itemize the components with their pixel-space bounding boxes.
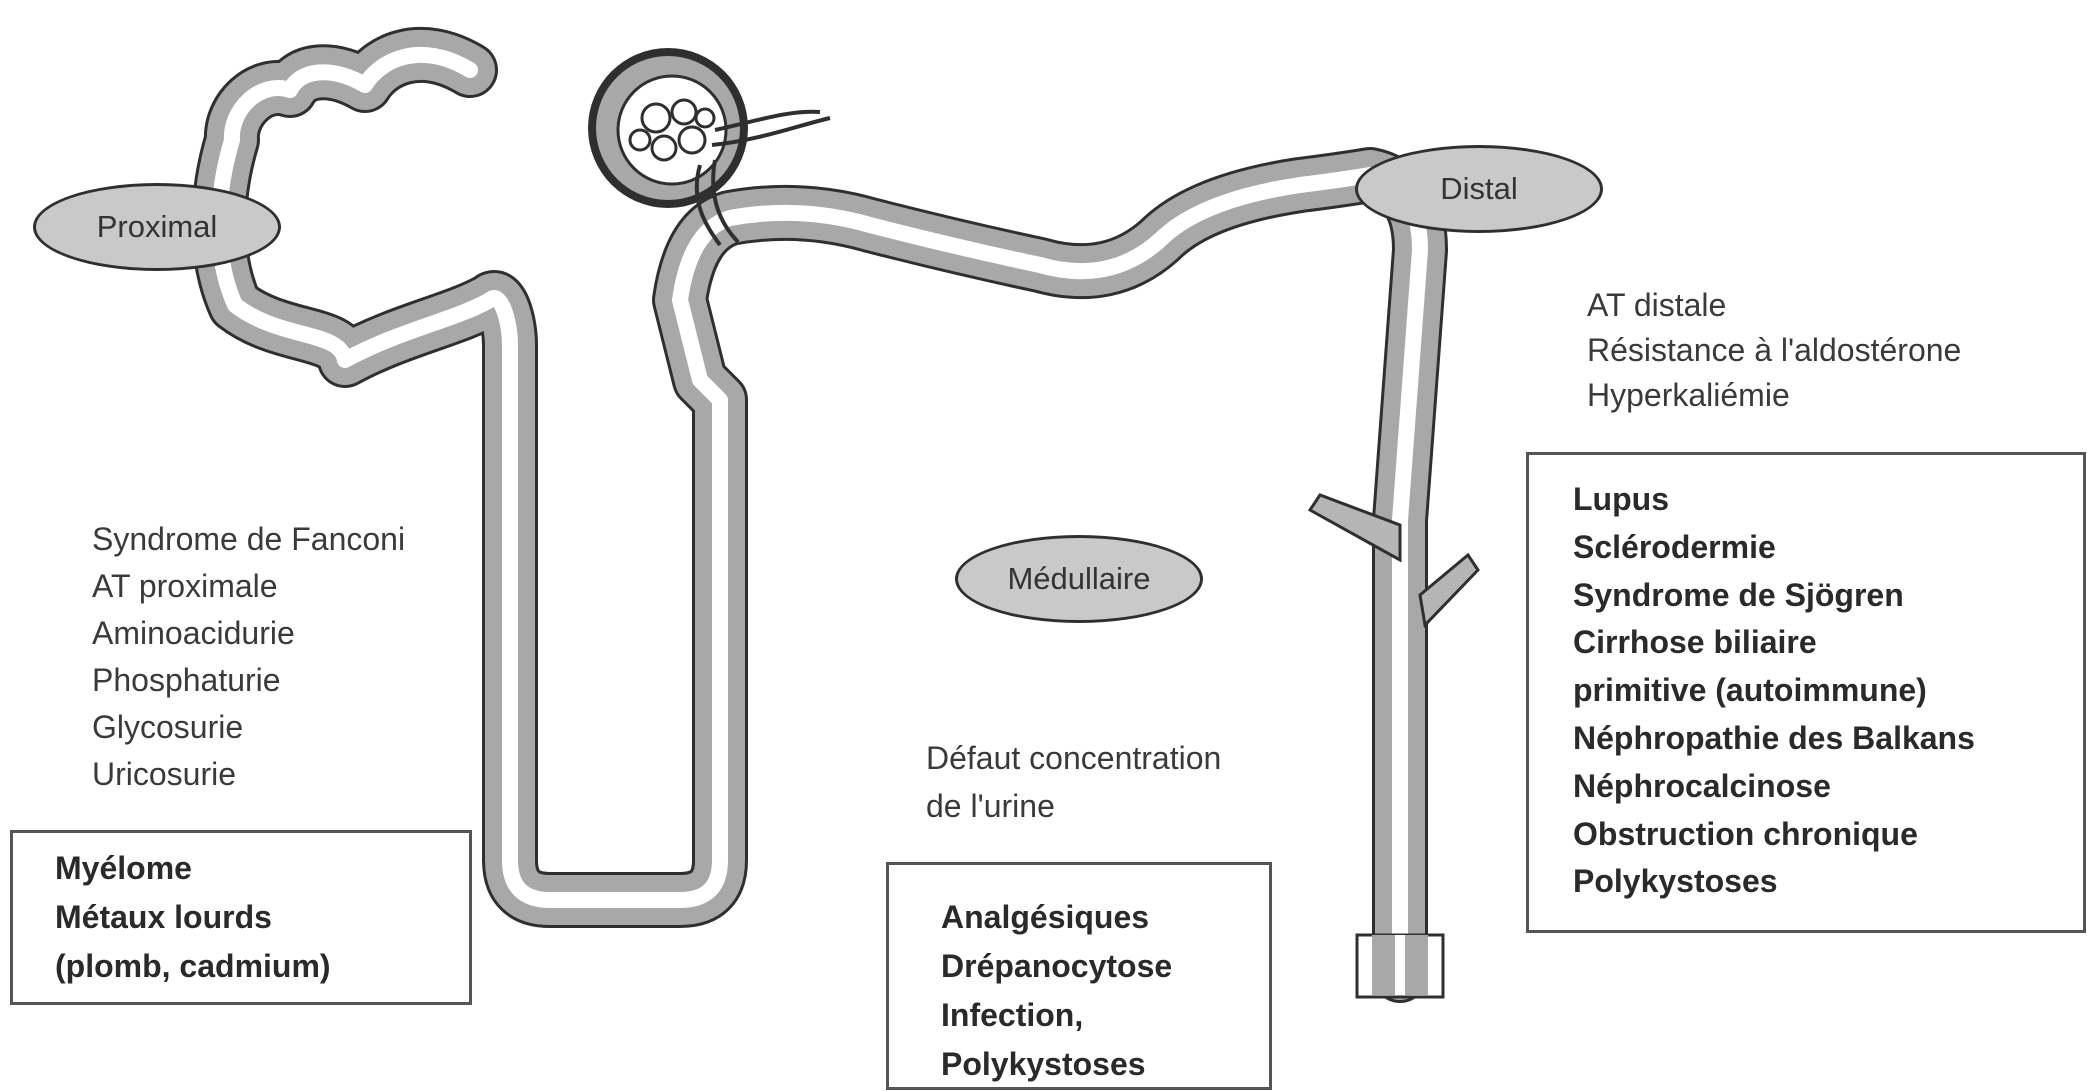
distal-etiology-item: Obstruction chronique bbox=[1573, 811, 2083, 859]
distal-etiology-box: Lupus Sclérodermie Syndrome de Sjögren C… bbox=[1526, 452, 2086, 933]
medullaire-etiology-item: Polykystoses bbox=[941, 1040, 1269, 1089]
proximal-etiology-item: Myélome bbox=[55, 844, 469, 893]
distal-cause-item: Hyperkaliémie bbox=[1587, 373, 1961, 418]
proximal-etiology-box: Myélome Métaux lourds (plomb, cadmium) bbox=[10, 830, 472, 1005]
proximal-cause-item: Aminoacidurie bbox=[92, 610, 405, 657]
medullaire-etiology-item: Infection, bbox=[941, 991, 1269, 1040]
distal-etiology-item: Syndrome de Sjögren bbox=[1573, 572, 2083, 620]
medullaire-text-line: de l'urine bbox=[926, 782, 1221, 830]
proximal-causes-list: Syndrome de Fanconi AT proximale Aminoac… bbox=[92, 516, 405, 798]
medullaire-etiology-box: Analgésiques Drépanocytose Infection, Po… bbox=[886, 862, 1272, 1090]
distal-etiology-item: primitive (autoimmune) bbox=[1573, 667, 2083, 715]
distal-cause-item: AT distale bbox=[1587, 283, 1961, 328]
medullaire-text: Défaut concentration de l'urine bbox=[926, 734, 1221, 830]
medullaire-etiology-item: Analgésiques bbox=[941, 893, 1269, 942]
proximal-cause-item: Uricosurie bbox=[92, 751, 405, 798]
distal-etiology-item: Polykystoses bbox=[1573, 858, 2083, 906]
distal-etiology-item: Néphrocalcinose bbox=[1573, 763, 2083, 811]
distal-etiology-item: Cirrhose biliaire bbox=[1573, 619, 2083, 667]
proximal-cause-item: Syndrome de Fanconi bbox=[92, 516, 405, 563]
proximal-cause-item: Glycosurie bbox=[92, 704, 405, 751]
distal-etiology-item: Sclérodermie bbox=[1573, 524, 2083, 572]
distal-label: Distal bbox=[1355, 145, 1603, 233]
proximal-etiology-item: (plomb, cadmium) bbox=[55, 942, 469, 991]
distal-cause-item: Résistance à l'aldostérone bbox=[1587, 328, 1961, 373]
medullaire-text-line: Défaut concentration bbox=[926, 734, 1221, 782]
distal-causes-list: AT distale Résistance à l'aldostérone Hy… bbox=[1587, 283, 1961, 418]
proximal-etiology-item: Métaux lourds bbox=[55, 893, 469, 942]
proximal-cause-item: Phosphaturie bbox=[92, 657, 405, 704]
proximal-cause-item: AT proximale bbox=[92, 563, 405, 610]
distal-etiology-item: Lupus bbox=[1573, 476, 2083, 524]
distal-etiology-item: Néphropathie des Balkans bbox=[1573, 715, 2083, 763]
medullaire-label: Médullaire bbox=[955, 535, 1203, 623]
medullaire-etiology-item: Drépanocytose bbox=[941, 942, 1269, 991]
proximal-label: Proximal bbox=[33, 183, 281, 271]
